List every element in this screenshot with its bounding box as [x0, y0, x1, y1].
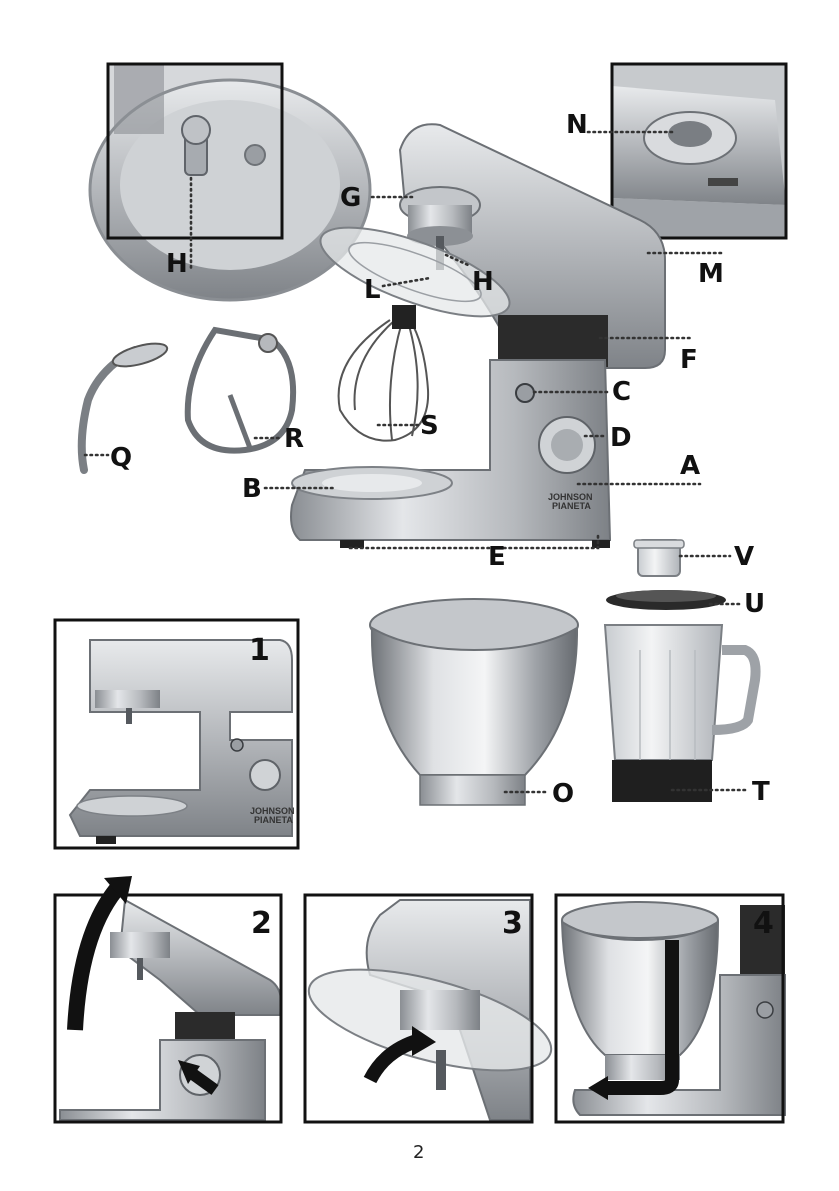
step4-illustration: [562, 902, 785, 1115]
label-g: G: [340, 183, 361, 213]
label-t: T: [752, 777, 770, 807]
step2-illustration: [60, 876, 281, 1120]
mixing-bowl: [370, 599, 578, 805]
label-e: E: [488, 542, 506, 572]
label-h2: H: [472, 267, 494, 297]
page-number: 2: [413, 1142, 424, 1163]
wire-whisk: [339, 305, 429, 441]
label-l: L: [364, 275, 381, 305]
blender-jar: [605, 625, 756, 802]
step2-number: 2: [251, 906, 272, 941]
brand-line2: PIANETA: [552, 501, 591, 511]
label-c: C: [612, 377, 631, 407]
inset-top-outlet: [612, 64, 786, 238]
label-n: N: [566, 110, 588, 140]
blender-lid: [606, 590, 726, 610]
step4-number: 4: [753, 906, 774, 941]
label-o: O: [552, 779, 574, 809]
inset-shaft-detail: [90, 64, 370, 300]
step1-brand-line2: PIANETA: [254, 815, 293, 825]
step3-number: 3: [502, 906, 523, 941]
label-r: R: [284, 424, 304, 454]
label-d: D: [610, 423, 632, 453]
flat-beater: [188, 330, 293, 451]
label-s: S: [420, 411, 439, 441]
label-q: Q: [110, 443, 132, 473]
label-m: M: [698, 259, 724, 289]
label-b: B: [242, 474, 262, 504]
label-f: F: [680, 345, 698, 375]
blender-cap: [634, 540, 684, 576]
label-a: A: [680, 451, 700, 481]
step1-number: 1: [249, 633, 270, 668]
label-h1: H: [166, 249, 188, 279]
label-v: V: [734, 542, 754, 572]
label-u: U: [744, 589, 765, 619]
